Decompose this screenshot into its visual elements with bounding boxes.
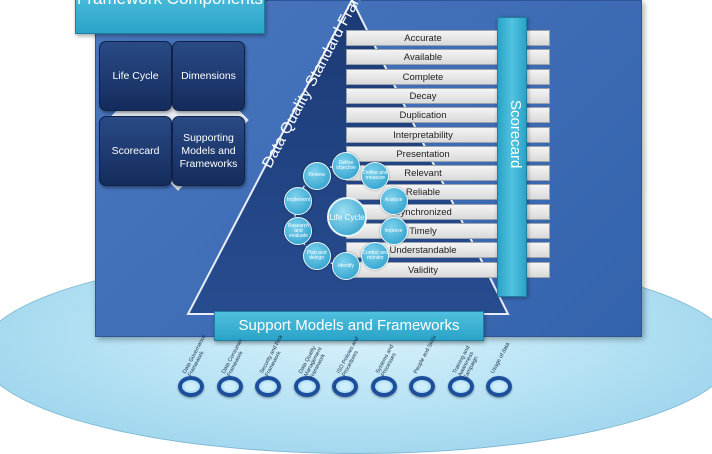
life-cycle-node[interactable]: Review [302, 161, 331, 190]
life-cycle-node[interactable]: Analyze [379, 186, 408, 215]
life-cycle-node[interactable]: Control and monitor [361, 242, 390, 271]
support-ring-icon[interactable] [409, 376, 435, 397]
life-cycle-node[interactable]: Define and measure [361, 161, 390, 190]
scorecard-label: Scorecard [507, 100, 524, 169]
support-ring-icon[interactable] [370, 376, 397, 397]
life-cycle-node[interactable]: Improve [379, 217, 408, 246]
component-label: Life Cycle [112, 69, 159, 82]
page-title: Framework Components [75, 0, 265, 34]
support-models-label: Support Models and Frameworks [238, 317, 460, 334]
life-cycle-node[interactable]: Research and evaluate [284, 217, 313, 246]
support-ring-icon[interactable] [293, 376, 320, 397]
component-label: Dimensions [181, 69, 236, 82]
support-ring-icon[interactable] [216, 376, 243, 397]
life-cycle-node[interactable]: Identify [332, 252, 360, 280]
support-models-bar[interactable]: Support Models and Frameworks [214, 311, 484, 341]
life-cycle-node[interactable]: Define objective [332, 152, 360, 180]
component-label: Supporting Models and Frameworks [179, 131, 238, 170]
life-cycle-center-label: Life Cycle [329, 212, 365, 222]
component-life-cycle[interactable]: Life Cycle [99, 41, 172, 111]
scorecard-bar[interactable] [497, 17, 527, 297]
component-scorecard[interactable]: Scorecard [99, 116, 172, 186]
support-ring-icon[interactable] [255, 376, 281, 397]
support-ring-icon[interactable] [447, 376, 474, 397]
support-ring-icon[interactable] [332, 376, 358, 397]
support-ring-icon[interactable] [486, 376, 512, 397]
component-supporting-models[interactable]: Supporting Models and Frameworks [172, 116, 245, 186]
support-ring-icon[interactable] [178, 376, 204, 397]
life-cycle-node[interactable]: Implement [284, 186, 313, 215]
component-dimensions[interactable]: Dimensions [172, 41, 245, 111]
life-cycle-center[interactable]: Life Cycle [327, 197, 367, 237]
component-label: Scorecard [111, 144, 160, 157]
life-cycle-node[interactable]: Plan and design [302, 242, 331, 271]
